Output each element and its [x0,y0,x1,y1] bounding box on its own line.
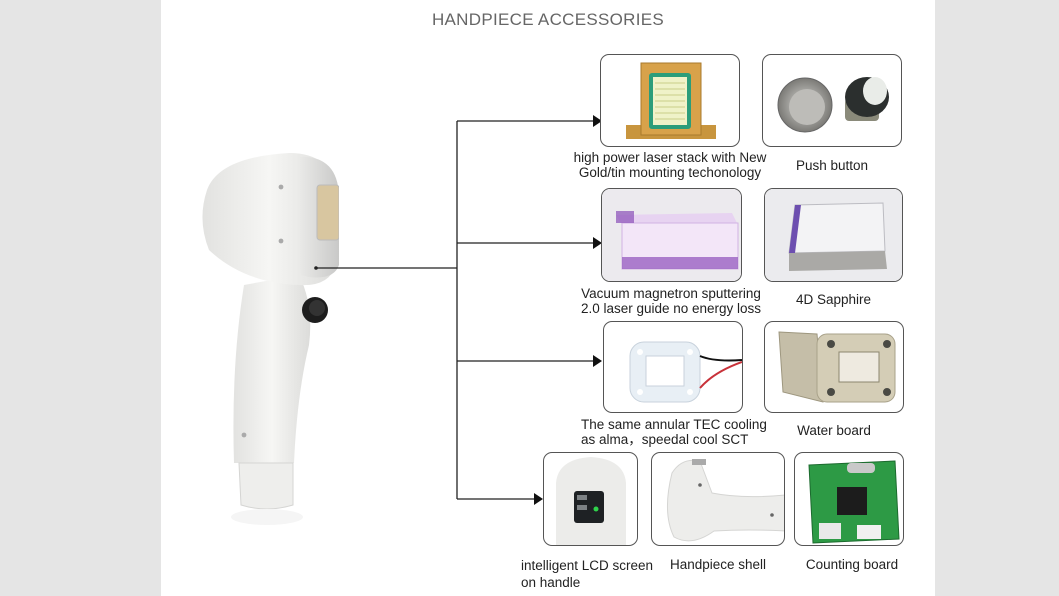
handpiece-icon [189,145,339,545]
accessory-card-sapphire [764,188,903,282]
accessory-card-laser-stack [600,54,740,147]
caption-handpiece-shell: Handpiece shell [669,557,767,572]
caption-counting-board: Counting board [805,557,899,572]
accessory-card-handpiece-shell [651,452,785,546]
accessory-card-lcd-screen [543,452,638,546]
handpiece-shell-icon [652,453,784,545]
accessory-card-laser-guide [601,188,742,282]
connector-lines [161,0,935,596]
push-button-icon [763,55,901,146]
caption-sapphire: 4D Sapphire [795,292,872,307]
lcd-screen-icon [544,453,637,545]
laser-stack-icon [601,55,739,146]
accessory-card-water-board [764,321,904,413]
caption-water-board: Water board [797,423,871,438]
caption-push-button: Push button [795,158,869,173]
laser-guide-crystal-icon [602,189,741,281]
page-title: HANDPIECE ACCESSORIES [431,10,665,29]
accessory-card-push-button [762,54,902,147]
water-board-icon [765,322,903,412]
accessory-card-tec-cooling [603,321,743,413]
sapphire-crystal-icon [765,189,902,281]
tec-cooling-plate-icon [604,322,742,412]
page: HANDPIECE ACCESSORIES [161,0,935,596]
counting-board-icon [795,453,903,545]
accessory-card-counting-board [794,452,904,546]
